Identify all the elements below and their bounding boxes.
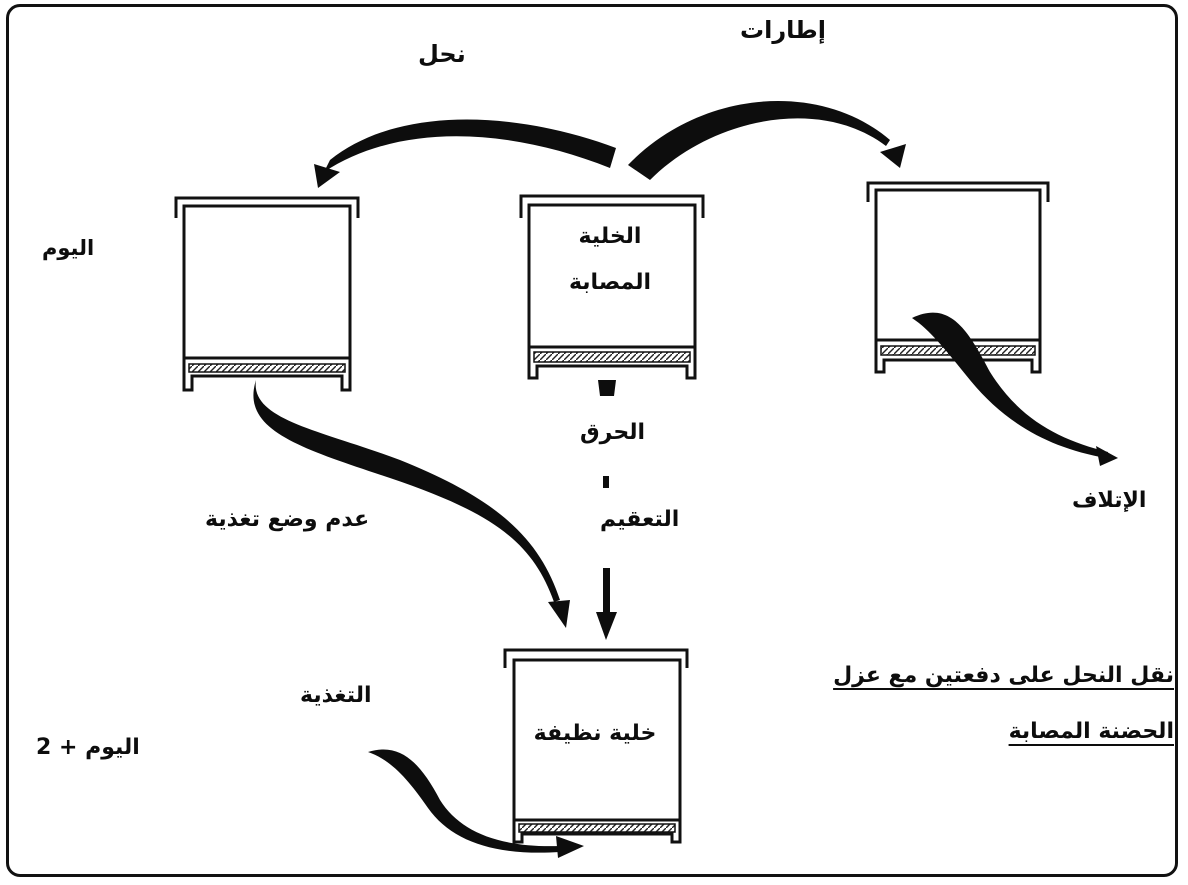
method-title-line2: الحضنة المصابة	[1008, 719, 1174, 744]
arrow-bees	[314, 119, 616, 188]
arrow-sterilization	[596, 380, 617, 640]
arrow-no-feeding	[253, 380, 570, 628]
arrow-destruction	[912, 312, 1118, 466]
label-infected-hive: الخلية المصابة	[568, 224, 652, 295]
label-today-plus-two: اليوم + 2	[36, 735, 140, 760]
label-bees: نحل	[418, 40, 466, 68]
arrow-feeding	[368, 749, 584, 858]
arrow-frames	[628, 101, 906, 180]
hive-left	[174, 196, 360, 392]
label-burning: الحرق	[580, 420, 646, 445]
hive-clean	[503, 648, 689, 844]
label-today: اليوم	[42, 236, 95, 260]
label-destruction: الإتلاف	[1072, 488, 1147, 513]
label-no-feeding: عدم وضع تغذية	[205, 507, 370, 532]
label-sterilization: التعقيم	[600, 507, 680, 532]
method-title-line1: نقل النحل على دفعتين مع عزل	[833, 663, 1174, 688]
hive-infected	[519, 194, 705, 380]
diagram-border	[6, 4, 1178, 877]
label-clean-hive: خلية نظيفة	[533, 721, 657, 746]
label-frames: إطارات	[740, 16, 827, 44]
label-feeding: التغذية	[300, 683, 372, 708]
